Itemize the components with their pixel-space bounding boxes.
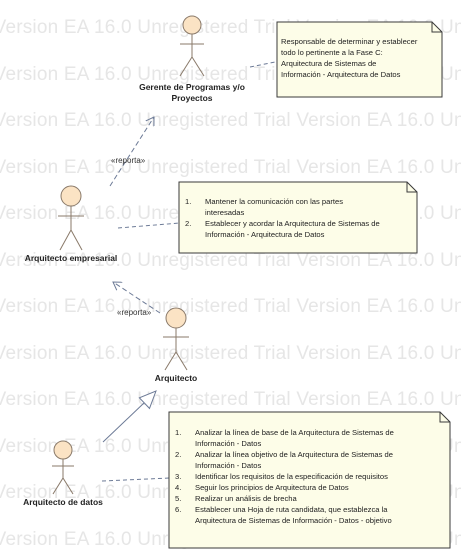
note-datos[interactable]: 1. Analizar la línea de base de la Arqui… bbox=[171, 427, 448, 526]
note-empresarial-item-text: Información - Arquitectura de Datos bbox=[205, 230, 325, 239]
note-datos-frame bbox=[168, 411, 451, 549]
actor-arquitecto-datos-name: Arquitecto de datos bbox=[23, 497, 103, 507]
actor-gerente-name-line1: Gerente de Programas y/o bbox=[139, 82, 245, 92]
note-datos-item-number: 4. bbox=[175, 483, 182, 492]
note-gerente-line-2: todo lo pertinente a la Fase C: bbox=[281, 48, 383, 57]
actor-arquitecto-empresarial-name: Arquitecto empresarial bbox=[24, 253, 118, 263]
actor-arquitecto-figure[interactable] bbox=[163, 307, 189, 371]
note-datos-item: 5. Realizar un análisis de brecha bbox=[171, 493, 448, 504]
reporta-label-1: «reporta» bbox=[111, 156, 146, 165]
note-datos-item: 1. Analizar la línea de base de la Arqui… bbox=[171, 427, 448, 449]
note-gerente[interactable]: Responsable de determinar y establecer t… bbox=[278, 36, 440, 80]
note-gerente-line-1: Responsable de determinar y establecer bbox=[281, 37, 418, 46]
note-gerente-line-3: Arquitectura de Sistemas de bbox=[281, 59, 377, 68]
generalization-connector[interactable] bbox=[102, 390, 157, 443]
actor-arquitecto-name: Arquitecto bbox=[154, 373, 198, 383]
note-empresarial-item-number: 1. bbox=[185, 197, 192, 206]
actor-gerente-figure[interactable] bbox=[179, 15, 205, 77]
note-datos-item-text: Analizar la línea de base de la Arquitec… bbox=[195, 428, 394, 437]
note-datos-item-text: Información - Datos bbox=[195, 439, 262, 448]
note-datos-item-text: Seguir los principios de Arquitectura de… bbox=[195, 483, 349, 492]
note-datos-item-text: Información - Datos bbox=[195, 461, 262, 470]
actor-arquitecto-empresarial-figure[interactable] bbox=[58, 185, 84, 251]
note-empresarial-item-number: 2. bbox=[185, 219, 192, 228]
reporta-dependency-2[interactable] bbox=[113, 282, 161, 314]
note-empresarial-item: 2. Establecer y acordar la Arquitectura … bbox=[181, 218, 415, 240]
note-link-empresarial[interactable] bbox=[117, 222, 181, 229]
note-datos-item-number: 2. bbox=[175, 450, 182, 459]
actor-gerente-name: Gerente de Programas y/o Proyectos bbox=[128, 82, 256, 104]
note-link-gerente[interactable] bbox=[249, 60, 281, 68]
note-link-datos[interactable] bbox=[101, 477, 171, 482]
note-empresarial-item: 1. Mantener la comunicación con las part… bbox=[181, 196, 415, 218]
note-datos-item: 4. Seguir los principios de Arquitectura… bbox=[171, 482, 448, 493]
note-datos-item: 2. Analizar la línea objetivo de la Arqu… bbox=[171, 449, 448, 471]
note-datos-item-text: Identificar los requisitos de la especif… bbox=[195, 472, 388, 481]
note-datos-item-text: Establecer una Hoja de ruta candidata, q… bbox=[195, 505, 388, 514]
note-empresarial-item-text: Mantener la comunicación con las partes bbox=[205, 197, 344, 206]
note-datos-item-text: Realizar un análisis de brecha bbox=[195, 494, 297, 503]
note-empresarial-item-text: Establecer y acordar la Arquitectura de … bbox=[205, 219, 380, 228]
note-datos-item-number: 1. bbox=[175, 428, 182, 437]
actor-gerente-name-line2: Proyectos bbox=[171, 93, 213, 103]
note-gerente-line-4: Información - Arquitectura de Datos bbox=[281, 70, 401, 79]
note-datos-item-text: Analizar la línea objetivo de la Arquite… bbox=[195, 450, 393, 459]
note-gerente-frame bbox=[276, 21, 443, 98]
note-datos-item-text: Arquitectura de Sistemas de Información … bbox=[195, 516, 392, 525]
reporta-label-2: «reporta» bbox=[117, 308, 152, 317]
note-datos-item-number: 6. bbox=[175, 505, 182, 514]
reporta-dependency-1[interactable] bbox=[109, 117, 154, 187]
note-empresarial-item-text: interesadas bbox=[205, 208, 245, 217]
note-empresarial-frame bbox=[178, 181, 418, 254]
note-datos-item: 3. Identificar los requisitos de la espe… bbox=[171, 471, 448, 482]
note-datos-item-number: 5. bbox=[175, 494, 182, 503]
note-datos-item: 6. Establecer una Hoja de ruta candidata… bbox=[171, 504, 448, 526]
note-datos-item-number: 3. bbox=[175, 472, 182, 481]
actor-arquitecto-datos-figure[interactable] bbox=[52, 440, 74, 495]
note-empresarial[interactable]: 1. Mantener la comunicación con las part… bbox=[181, 196, 415, 240]
